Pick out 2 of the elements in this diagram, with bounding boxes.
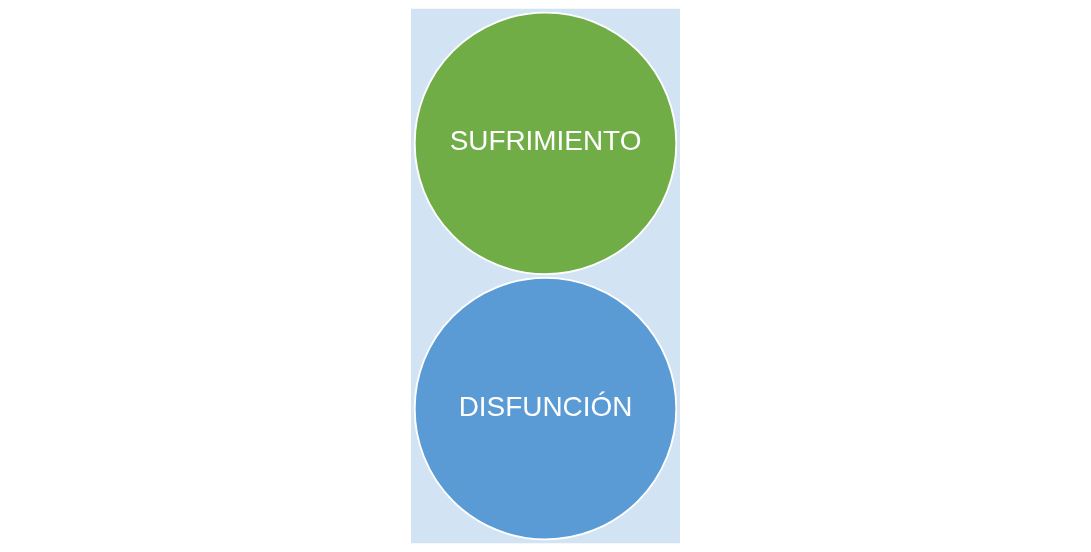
node-circle: SUFRIMIENTO <box>413 11 678 276</box>
node-circle: DISFUNCIÓN <box>413 276 678 541</box>
